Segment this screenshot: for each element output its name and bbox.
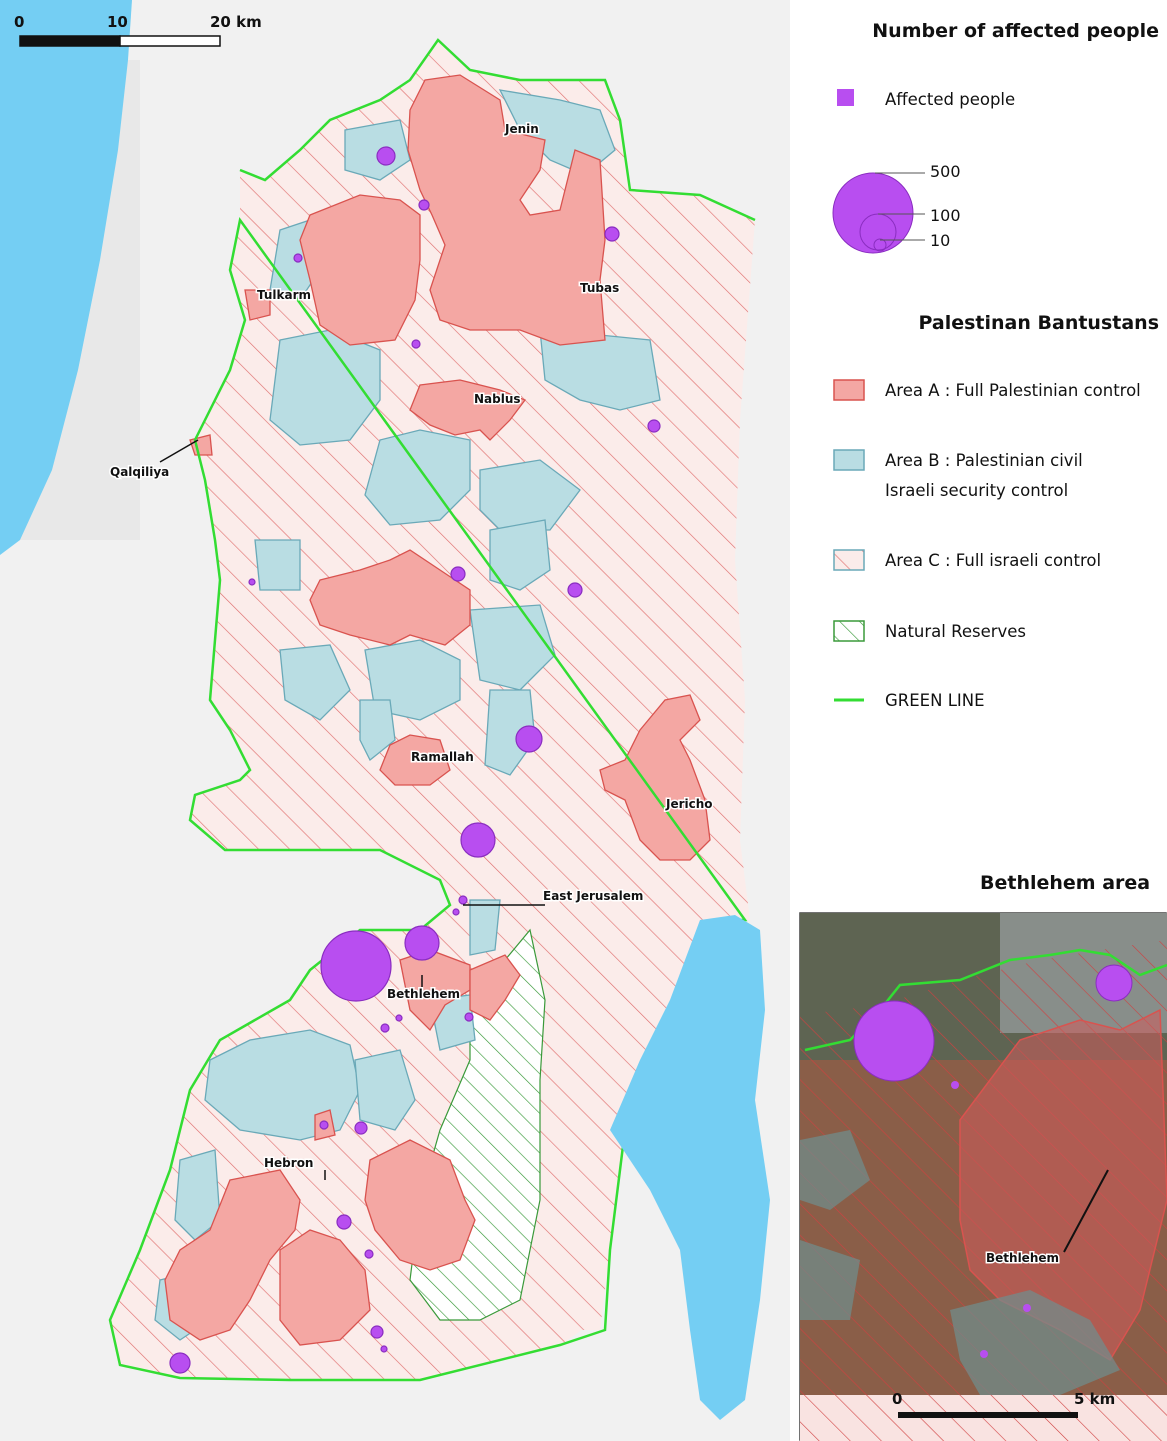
dead-sea <box>610 915 770 1420</box>
label-jenin: Jenin <box>504 122 539 136</box>
affected-circle <box>319 1120 329 1130</box>
scale-label-10: 10 <box>107 13 128 31</box>
legend-area-a-label: Area A : Full Palestinian control <box>885 381 1141 400</box>
legend-reserve-label: Natural Reserves <box>885 622 1027 641</box>
affected-circle <box>404 925 440 961</box>
label-bethlehem: Bethlehem <box>387 987 460 1001</box>
affected-circle <box>376 146 396 166</box>
legend-affected-swatch <box>837 89 854 106</box>
legend-affected-title: Number of affected people <box>872 20 1159 42</box>
affected-circle <box>380 1023 390 1033</box>
label-jericho: Jericho <box>665 797 713 811</box>
legend-size-label-10: 10 <box>930 231 951 250</box>
affected-circle <box>458 895 468 905</box>
affected-circle <box>604 226 620 242</box>
affected-circle <box>515 725 543 753</box>
inset-scale-5km: 5 km <box>1074 1390 1115 1408</box>
legend-reserve-swatch <box>833 620 865 642</box>
inset-affected-circle <box>853 1000 935 1082</box>
area-a-patches <box>164 74 711 1346</box>
affected-circle <box>418 199 430 211</box>
legend-area-b-label-line1: Area B : Palestinian civil <box>885 451 1083 470</box>
affected-circle <box>452 908 460 916</box>
legend-area-c-label: Area C : Full israeli control <box>885 551 1102 570</box>
affected-circle <box>336 1214 352 1230</box>
legend-affected-label: Affected people <box>885 90 1016 109</box>
legend-area-b-label-line2: Israeli security control <box>885 481 1069 500</box>
label-east-jerusalem: East Jerusalem <box>543 889 643 903</box>
affected-circle <box>169 1352 191 1374</box>
label-nablus: Nablus <box>474 392 521 406</box>
inset-affected-circle <box>1023 1304 1031 1312</box>
legend-area-b-swatch <box>833 449 865 471</box>
label-hebron: Hebron <box>264 1156 313 1170</box>
inset-affected-circle <box>951 1081 959 1089</box>
affected-circle <box>320 930 392 1002</box>
label-tulkarm: Tulkarm <box>257 288 311 302</box>
leader-lines <box>159 439 545 1180</box>
area-b-patches <box>154 89 661 1341</box>
inset-affected-circle <box>1095 964 1133 1002</box>
scale-bar: 0 10 20 km <box>14 13 262 47</box>
affected-circle <box>248 578 256 586</box>
affected-circle <box>567 582 583 598</box>
affected-circles <box>169 146 661 1374</box>
scale-label-20km: 20 km <box>210 13 262 31</box>
affected-circle <box>464 1012 474 1022</box>
affected-circle <box>450 566 466 582</box>
label-tubas: Tubas <box>580 281 619 295</box>
legend-symbols <box>832 89 925 702</box>
legend-bantustans-title: Palestinan Bantustans <box>918 312 1159 334</box>
mediterranean-sea <box>0 0 132 555</box>
label-qalqiliya: Qalqiliya <box>110 465 169 479</box>
affected-circle <box>460 822 496 858</box>
affected-circle <box>411 339 421 349</box>
scale-label-0: 0 <box>14 13 24 31</box>
affected-circle <box>293 253 303 263</box>
affected-circle <box>364 1249 374 1259</box>
affected-circle <box>354 1121 368 1135</box>
inset-map: Bethlehem 0 5 km <box>799 912 1167 1441</box>
inset-title: Bethlehem area <box>980 872 1151 894</box>
inset-affected-circle <box>980 1350 988 1358</box>
green-line <box>108 38 756 1382</box>
legend-size-label-500: 500 <box>930 162 961 181</box>
place-labels: Jenin Tubas Tulkarm Nablus Qalqiliya Ram… <box>109 121 715 1172</box>
legend-size-10 <box>873 238 887 252</box>
label-ramallah: Ramallah <box>411 750 474 764</box>
affected-circle <box>647 419 661 433</box>
inset-scale-0: 0 <box>892 1390 902 1408</box>
legend-size-500 <box>832 172 914 254</box>
affected-circle <box>370 1325 384 1339</box>
legend-size-label-100: 100 <box>930 206 961 225</box>
legend-area-c-swatch <box>833 549 865 571</box>
legend-green-line-label: GREEN LINE <box>885 691 985 710</box>
affected-circle <box>380 1345 388 1353</box>
legend-area-a-swatch <box>833 379 865 401</box>
affected-circle <box>395 1014 403 1022</box>
inset-label-bethlehem: Bethlehem <box>986 1251 1059 1265</box>
